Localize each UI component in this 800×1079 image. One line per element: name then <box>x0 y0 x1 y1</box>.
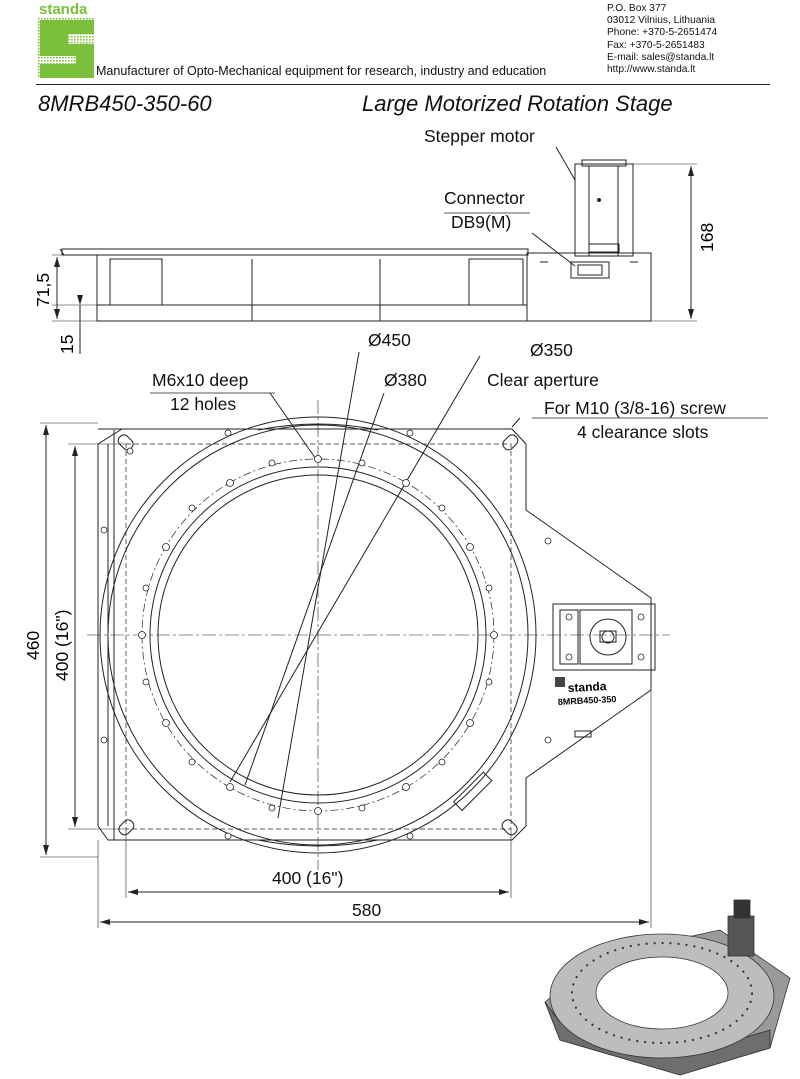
standa-logo <box>38 0 94 80</box>
connector-type-label: DB9(M) <box>451 212 512 232</box>
connector-label: Connector <box>444 188 525 208</box>
top-view <box>40 212 768 928</box>
holes-label: M6x10 deep <box>152 370 249 390</box>
holes-count-label: 12 holes <box>170 394 237 414</box>
diameter-380-label: Ø380 <box>384 370 427 390</box>
dim-580: 580 <box>352 900 382 920</box>
contact-line: Fax: +370-5-2651483 <box>607 39 705 51</box>
slots-count-label: 4 clearance slots <box>577 422 709 442</box>
contact-line: P.O. Box 377 <box>607 3 667 14</box>
slots-label: For M10 (3/8-16) screw <box>544 398 726 418</box>
diameter-450-label: Ø450 <box>368 330 411 350</box>
contact-line: http://www.standa.lt <box>607 64 696 76</box>
side-view <box>52 146 697 354</box>
model-number: 8MRB450-350-60 <box>38 91 212 116</box>
brand-plate: standa 8MRB450-350 <box>555 677 617 707</box>
product-title: Large Motorized Rotation Stage <box>362 91 673 116</box>
plate-brand: standa <box>567 679 607 695</box>
diameter-350-label: Ø350 <box>530 340 573 360</box>
dim-168: 168 <box>697 223 717 252</box>
plate-model: 8MRB450-350 <box>558 694 617 707</box>
stage-render-image <box>544 899 791 1076</box>
stepper-motor-label: Stepper motor <box>424 126 535 146</box>
dim-460: 460 <box>23 631 43 660</box>
contact-block: P.O. Box 377 03012 Vilnius, Lithuania Ph… <box>607 3 717 76</box>
header-rule <box>36 84 770 85</box>
contact-line: Phone: +370-5-2651474 <box>607 27 718 39</box>
brand-name: standa <box>39 1 88 18</box>
contact-line: E-mail: sales@standa.lt <box>607 51 715 63</box>
mounting-holes <box>100 429 645 840</box>
clear-aperture-label: Clear aperture <box>487 370 599 390</box>
dimension-arrows <box>43 166 694 925</box>
tagline: Manufacturer of Opto-Mechanical equipmen… <box>96 64 547 78</box>
dim-71-5: 71,5 <box>33 273 53 307</box>
contact-line: 03012 Vilnius, Lithuania <box>607 15 715 27</box>
dim-15: 15 <box>57 335 77 354</box>
dim-400-vertical: 400 (16") <box>52 610 72 681</box>
dim-400-horizontal: 400 (16") <box>272 868 344 888</box>
